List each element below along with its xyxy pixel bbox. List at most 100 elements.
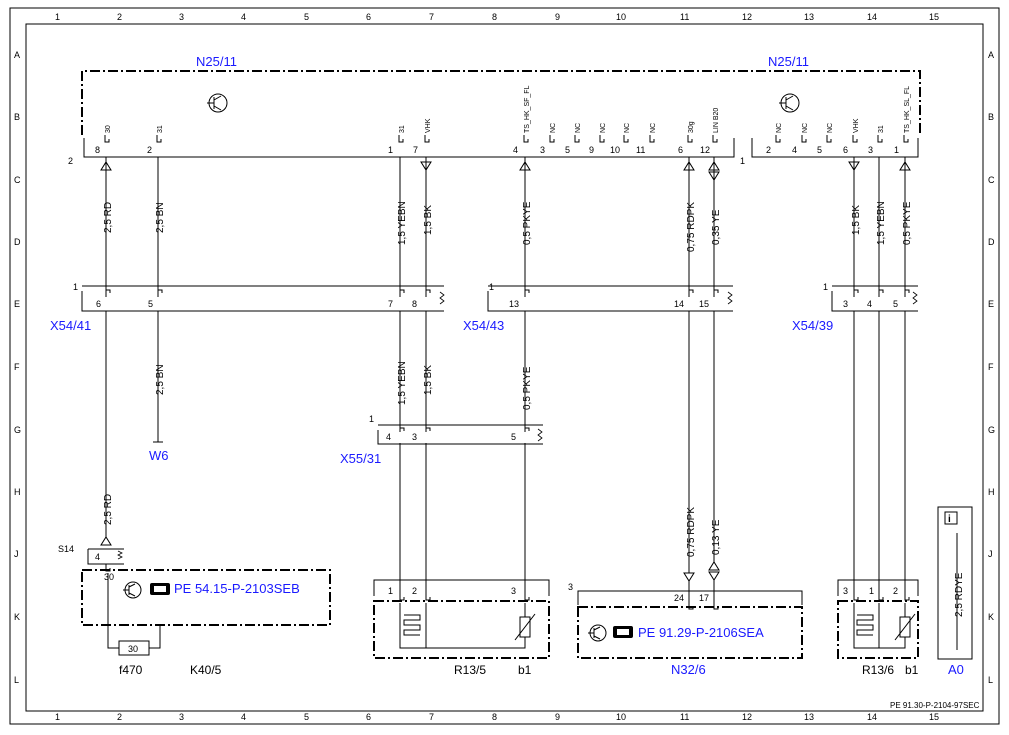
frame-outer [9,7,1000,725]
row-label: K [14,612,20,622]
arrow-icon [100,536,112,546]
x54-connectors [81,285,918,312]
pin-number: 2 [147,145,152,155]
signal-name: 30 [105,125,112,133]
row-label: A [988,50,994,60]
f470-label: f470 [119,663,143,677]
n32-connector [577,590,803,605]
pin-number: 2 [412,586,417,596]
b1-label: b1 [518,663,532,677]
wire-label: 1,5 BK [423,205,434,235]
pin-number: 7 [413,145,418,155]
n32-label: N32/6 [671,662,706,677]
transistor-icon [779,93,800,113]
connector-number: 1 [369,414,374,424]
heating-element-icon [399,603,427,649]
fuse-wiring [107,625,161,649]
col-label: 15 [929,12,939,22]
col-label: 11 [680,12,689,22]
pin-number: 2 [766,145,771,155]
signal-name: NC [600,123,607,133]
a0-label: A0 [948,662,964,677]
n25-pin-numbers: 8 2 1 7 4 3 5 9 10 11 6 12 2 4 5 6 3 1 [95,145,899,155]
pin-number: 9 [589,145,594,155]
row-label: A [14,50,20,60]
wire-label: 1,5 YEBN [397,201,408,245]
col-label: 13 [804,12,814,22]
pin-number: 10 [610,145,620,155]
wire-label: 2,5 BN [155,364,166,395]
arrow-icon [100,161,911,181]
x55-31-label: X55/31 [340,451,381,466]
row-label: C [988,175,995,185]
row-label: L [14,675,19,685]
pin-number: 3 [843,299,848,309]
col-label: 3 [179,712,184,722]
col-label: 9 [555,712,560,722]
row-label: J [14,549,19,559]
pin-number: 1 [388,586,393,596]
r13-6-label: R13/6 [862,663,894,677]
pin-number: 3 [868,145,873,155]
s14-label: S14 [58,544,74,554]
svg-text:i: i [948,514,951,525]
grid-columns: 1 2 3 4 5 6 7 8 9 10 11 12 13 14 15 1 2 … [55,12,939,722]
col-label: 15 [929,712,939,722]
row-label: D [988,237,995,247]
row-label: J [988,549,993,559]
signal-name: 31 [878,125,885,133]
wire-label: 1,5 BK [423,365,434,395]
row-label: B [988,112,994,122]
pointing-hand-icon[interactable] [150,583,170,595]
signal-name: NC [624,123,631,133]
pin-number: 3 [843,586,848,596]
col-label: 5 [304,12,309,22]
x54-39-label: X54/39 [792,318,833,333]
wire-label: 0,35 YE [711,209,722,245]
signal-name: TS_HK_SF_FL [524,85,531,133]
row-label: L [988,675,993,685]
signal-name: VHK [425,118,432,133]
n25-left-label: N25/11 [196,54,237,69]
pin-number: 3 [511,586,516,596]
x54-41-label: X54/41 [50,318,91,333]
sensor-icon [426,603,536,649]
n25-pin-stubs [104,135,909,143]
r13-5-connector [373,579,550,596]
pin-number: 1 [869,586,874,596]
connector-number: 1 [489,282,494,292]
signal-name: 31 [157,125,164,133]
pin-number: 6 [678,145,683,155]
transistor-icon [123,581,142,599]
k40-reference-link[interactable]: PE 54.15-P-2103SEB [174,581,300,596]
r13-6-box [837,600,919,659]
grid-rows: A B C D E F G H J K L A B C D E F G H J … [14,50,995,685]
wire-label: 2,5 RD [103,202,114,233]
connector-number: 3 [568,582,573,592]
signal-name: 31 [399,125,406,133]
pin-number: 13 [509,299,519,309]
pointing-hand-icon[interactable] [613,626,633,638]
pin-number: 8 [412,299,417,309]
pin-number: 4 [792,145,797,155]
pin-number: 4 [95,552,100,562]
arrow-icon [708,561,720,581]
pin-number: 24 [674,593,684,603]
col-label: 1 [55,12,60,22]
n32-reference-link[interactable]: PE 91.29-P-2106SEA [638,625,764,640]
col-label: 2 [117,712,122,722]
col-label: 14 [867,712,877,722]
signal-name: TS_HK_SL_FL [904,86,911,133]
col-label: 10 [616,12,626,22]
col-label: 6 [366,12,371,22]
pin-number: 4 [867,299,872,309]
col-label: 9 [555,12,560,22]
col-label: 14 [867,12,877,22]
info-icon: i [944,511,958,525]
pin-number: 6 [96,299,101,309]
r13-5-pin-stubs [399,596,530,601]
signal-name: NC [575,123,582,133]
wire-labels-middle: 2,5 BN 1,5 YEBN 1,5 BK 0,5 PKYE 2,5 RD 0… [103,361,722,557]
wires-top [105,157,906,297]
wire-label: 2,5 BN [155,202,166,233]
